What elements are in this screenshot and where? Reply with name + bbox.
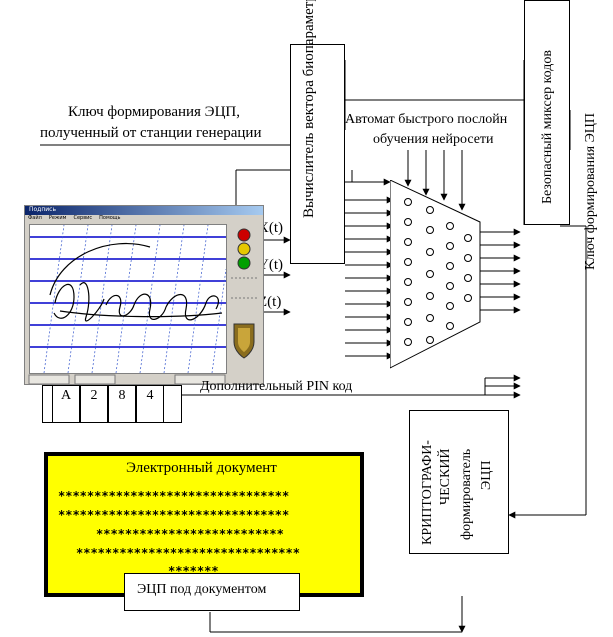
vector-calculator-label: Вычислитель вектора биопараметров — [301, 0, 317, 218]
crypto-label-line4: ЭЦП — [479, 460, 494, 490]
pin-digit-2: 2 — [80, 385, 108, 423]
window-side-panel — [227, 224, 261, 372]
signal-y-label: Y(t) — [258, 257, 283, 273]
handwritten-signature — [30, 225, 226, 373]
pin-label: Дополнительный PIN код — [200, 379, 353, 394]
automaton-label-line2: обучения нейросети — [373, 132, 494, 147]
menu-item-file[interactable]: Файл — [28, 215, 42, 221]
signature-canvas[interactable] — [29, 224, 227, 374]
key-output-label: Ключ формирования ЭЦП — [583, 112, 598, 270]
document-line-3: ************************** — [96, 527, 284, 541]
menu-item-service[interactable]: Сервис — [73, 215, 93, 221]
window-status-bar — [25, 374, 263, 384]
traffic-light-icon — [231, 228, 257, 359]
key-input-label-line2: полученный от станции генерации — [40, 125, 262, 141]
pin-digit-3: 8 — [108, 385, 136, 423]
mixer-block — [524, 0, 570, 225]
electronic-document: Электронный документ *******************… — [44, 452, 364, 597]
signature-label: ЭЦП под документом — [137, 582, 267, 597]
crypto-signer-block — [409, 410, 509, 554]
key-input-label-line1: Ключ формирования ЭЦП, — [68, 104, 240, 120]
crypto-label-line3: формирователь — [459, 448, 474, 540]
window-menu-bar: Файл Режим Сервис Помощь — [25, 215, 263, 222]
window-title: Подпись — [29, 206, 56, 213]
pin-digit-4: 4 — [136, 385, 164, 423]
crypto-label-line1: КРИПТОГРАФИ- — [420, 440, 435, 545]
signature-window: Подпись Файл Режим Сервис Помощь — [24, 205, 264, 385]
pin-digit-1: A — [52, 385, 80, 423]
document-line-2: ******************************** — [58, 508, 290, 522]
neural-network — [390, 180, 481, 369]
signature-box — [124, 573, 300, 611]
window-title-bar: Подпись — [25, 206, 263, 215]
document-line-1: ******************************** — [58, 489, 290, 503]
document-title: Электронный документ — [126, 460, 277, 476]
window-buttons — [28, 374, 226, 384]
signal-x-label: X(t) — [258, 220, 283, 236]
vector-calculator-block — [290, 44, 345, 264]
menu-item-help[interactable]: Помощь — [99, 215, 121, 221]
document-line-4: ******************************* — [76, 546, 300, 560]
menu-item-mode[interactable]: Режим — [48, 215, 67, 221]
crypto-label-line2: ЧЕСКИЙ — [438, 448, 453, 505]
mixer-label: Безопасный миксер кодов — [540, 49, 555, 204]
vector-calculator-label-line1: Вычислитель вектора биопараметров — [301, 0, 318, 218]
automaton-label-line1: Автомат быстрого послойн — [345, 112, 508, 127]
